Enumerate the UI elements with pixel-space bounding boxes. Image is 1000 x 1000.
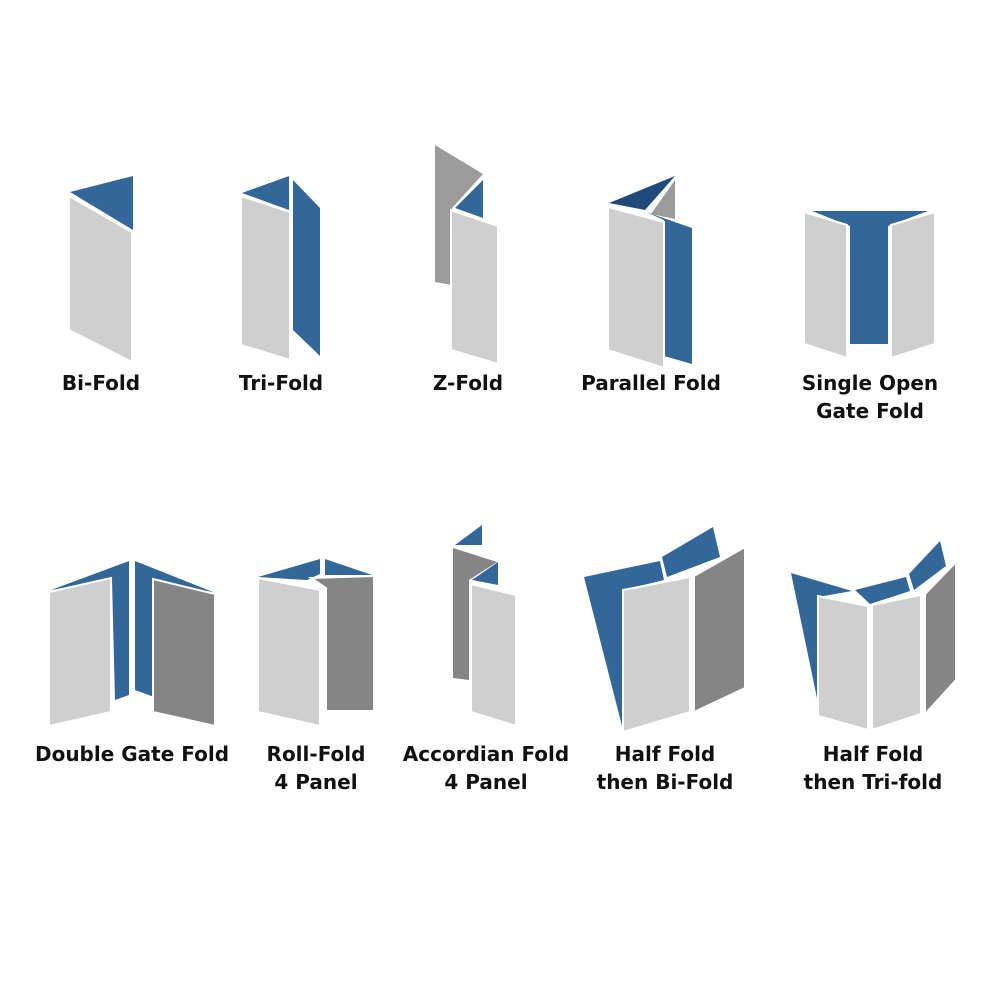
label-line: 4 Panel bbox=[274, 770, 358, 794]
label-line: Tri-Fold bbox=[238, 371, 324, 395]
label-line: Z-Fold bbox=[432, 371, 504, 395]
bi-fold-illustration bbox=[68, 176, 133, 364]
roll-fold-4-panel-label: Roll-Fold 4 Panel bbox=[267, 740, 366, 796]
tri-fold-illustration bbox=[240, 176, 320, 362]
z-fold-illustration bbox=[435, 145, 499, 366]
half-fold-then-bi-fold-label: Half Fold then Bi-Fold bbox=[597, 740, 734, 796]
label-line: Half Fold bbox=[614, 742, 716, 766]
label-line: Parallel Fold bbox=[581, 371, 721, 395]
label-line: Double Gate Fold bbox=[34, 742, 230, 766]
label-line: then Bi-Fold bbox=[596, 770, 734, 794]
accordian-fold-4-panel-label: Accordian Fold 4 Panel bbox=[403, 740, 569, 796]
accordian-fold-4-panel-illustration bbox=[453, 525, 517, 728]
label-line: then Tri-fold bbox=[803, 770, 943, 794]
label-line: Gate Fold bbox=[816, 399, 924, 423]
label-line: Accordian Fold bbox=[402, 742, 570, 766]
double-gate-fold-label: Double Gate Fold bbox=[35, 740, 229, 768]
half-fold-then-tri-fold-label: Half Fold then Tri-fold bbox=[804, 740, 943, 796]
half-fold-then-bi-fold-illustration bbox=[584, 527, 746, 734]
parallel-fold-illustration bbox=[607, 176, 692, 370]
parallel-fold-label: Parallel Fold bbox=[581, 369, 721, 397]
double-gate-fold-illustration bbox=[48, 561, 216, 728]
roll-fold-4-panel-illustration bbox=[257, 559, 375, 728]
single-open-gate-fold-label: Single Open Gate Fold bbox=[802, 369, 938, 425]
half-fold-then-tri-fold-illustration bbox=[791, 541, 957, 732]
label-line: Single Open bbox=[801, 371, 939, 395]
z-fold-label: Z-Fold bbox=[433, 369, 503, 397]
label-line: 4 Panel bbox=[444, 770, 528, 794]
label-line: Roll-Fold bbox=[266, 742, 366, 766]
bi-fold-label: Bi-Fold bbox=[62, 369, 140, 397]
single-open-gate-fold-illustration bbox=[803, 210, 936, 360]
label-line: Bi-Fold bbox=[61, 371, 141, 395]
tri-fold-label: Tri-Fold bbox=[239, 369, 323, 397]
label-line: Half Fold bbox=[822, 742, 924, 766]
